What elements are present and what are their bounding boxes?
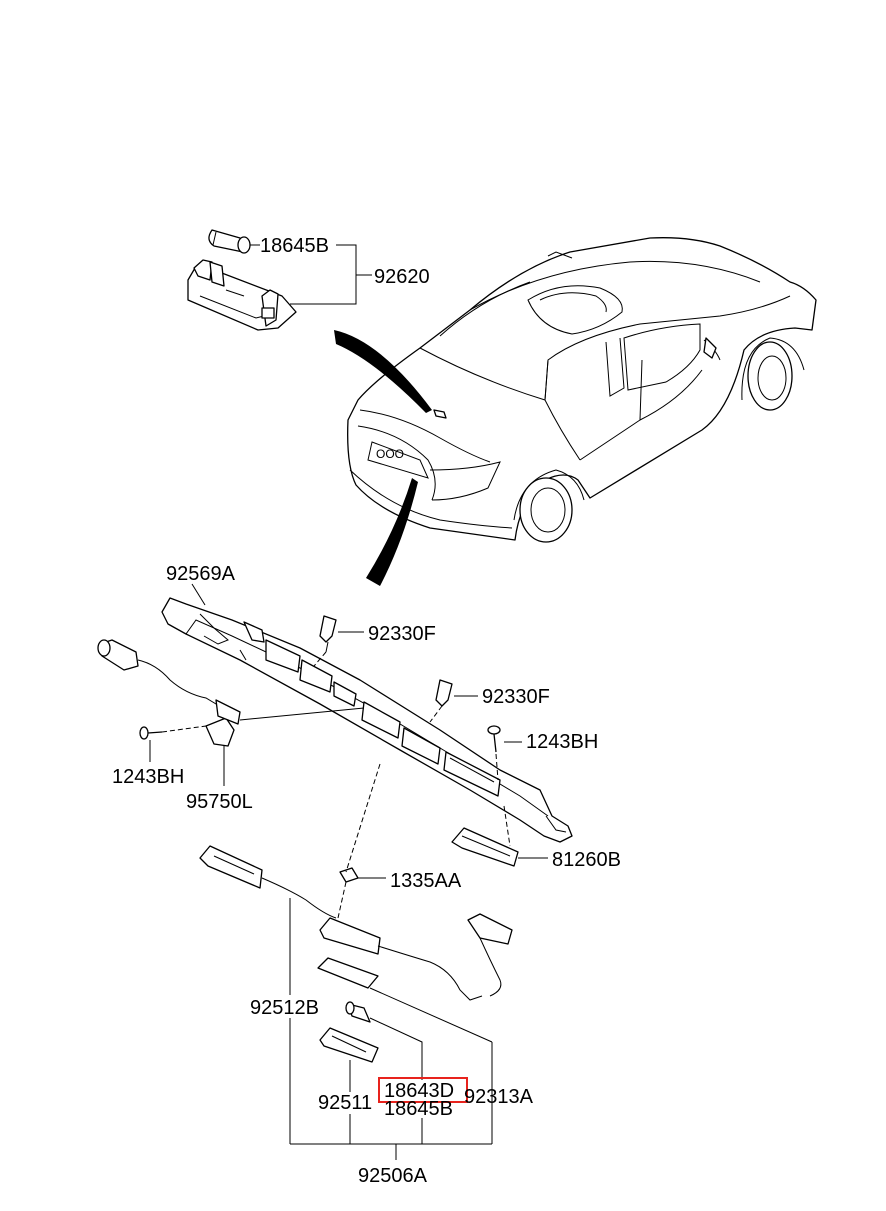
- label-92313A: 92313A: [464, 1086, 534, 1108]
- clip-92330F-b: [429, 679, 478, 723]
- label-92330F-a: 92330F: [368, 623, 436, 645]
- label-95750L: 95750L: [186, 791, 253, 813]
- label-92512B: 92512B: [250, 997, 319, 1019]
- trunk-lid-garnish-92569A: [161, 583, 573, 843]
- rear-camera-95750L: [97, 639, 365, 786]
- screw-1243BH-right: [487, 725, 522, 781]
- socket-92511: [319, 1027, 379, 1092]
- bulb-18645B-top: [208, 229, 251, 254]
- label-92506A: 92506A: [358, 1165, 428, 1187]
- lamp-assembly-92512B: [199, 845, 513, 1043]
- pointer-arrow-lower: [366, 478, 418, 586]
- label-81260B: 81260B: [552, 849, 621, 871]
- label-92569A: 92569A: [166, 563, 236, 585]
- label-92330F-b: 92330F: [482, 686, 550, 708]
- clip-92330F-a: [313, 615, 364, 667]
- highlight-box-18643D: [378, 1077, 468, 1103]
- label-92511: 92511: [318, 1092, 372, 1114]
- screw-1243BH-left: [139, 725, 207, 762]
- label-1243BH-left: 1243BH: [112, 766, 184, 788]
- label-92620: 92620: [374, 266, 430, 288]
- trunk-room-lamp-assembly: [187, 229, 372, 331]
- label-18645B-top: 18645B: [260, 235, 329, 257]
- label-18645B-bottom: 18645B: [384, 1098, 453, 1120]
- plate-glyphs: OOO: [376, 447, 404, 461]
- license-lamp-81260B: [451, 805, 548, 867]
- bulb-18645B-bottom: [345, 1001, 423, 1080]
- label-18643D: 18643D: [384, 1080, 454, 1102]
- pointer-arrow-upper: [334, 330, 432, 413]
- label-1335AA: 1335AA: [390, 870, 462, 892]
- car-illustration: OOO: [347, 237, 817, 543]
- label-1243BH-right: 1243BH: [526, 731, 598, 753]
- group-bracket-92506A: [289, 1018, 493, 1160]
- clip-1335AA: [337, 763, 386, 919]
- lamp-housing-92620: [187, 259, 297, 331]
